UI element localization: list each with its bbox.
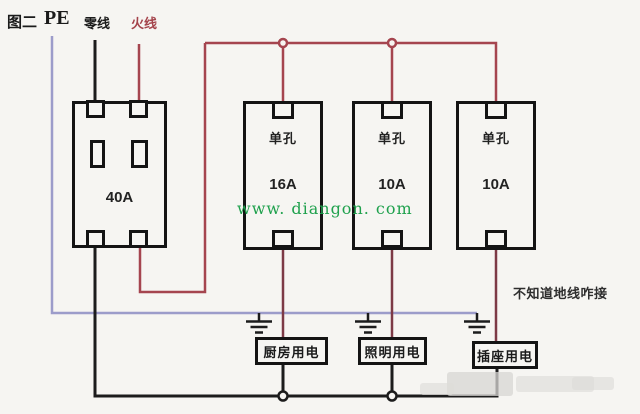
ground-symbol-3 — [464, 313, 490, 334]
main-breaker-rating: 40A — [105, 189, 134, 206]
main-breaker-terminal-bottom-left — [86, 230, 105, 248]
branch-breaker-3-rating: 10A — [482, 176, 510, 193]
pe-wire-label: PE — [44, 7, 70, 29]
neutral-bus-junction-2 — [386, 390, 398, 402]
branch-breaker-3-type: 单孔 — [481, 131, 510, 146]
live-bus-junction-1 — [277, 37, 289, 49]
branch-breaker-3: 单孔 10A — [456, 101, 536, 250]
ground-note: 不知道地线咋接 — [513, 286, 608, 301]
branch-breaker-1: 单孔 16A — [243, 101, 323, 250]
branch-breaker-2-rating: 10A — [378, 176, 406, 193]
pe-wire — [50, 36, 477, 315]
main-breaker-pole-right — [131, 140, 148, 168]
branch-breaker-2-terminal-top — [381, 101, 403, 119]
branch-breaker-2-terminal-bottom — [381, 230, 403, 248]
load-label-socket: 插座用电 — [476, 348, 533, 364]
branch-breaker-3-terminal-bottom — [485, 230, 507, 248]
branch-breaker-1-terminal-top — [272, 101, 294, 119]
load-label-kitchen: 厨房用电 — [263, 344, 320, 360]
censored-watermark-blob — [447, 372, 513, 396]
branch-breaker-3-terminal-top — [485, 101, 507, 119]
main-breaker: 40A — [72, 101, 167, 248]
neutral-bus-junction-1 — [277, 390, 289, 402]
branch-breaker-2-type: 单孔 — [377, 131, 406, 146]
branch-breaker-1-type: 单孔 — [268, 131, 297, 146]
load-box-kitchen: 厨房用电 — [255, 337, 328, 365]
censored-watermark-blob — [572, 377, 614, 390]
neutral-return-bus — [93, 240, 499, 398]
load-box-socket: 插座用电 — [472, 341, 538, 369]
branch-breaker-1-rating: 16A — [269, 176, 297, 193]
branch-breaker-2: 单孔 10A — [352, 101, 432, 250]
main-breaker-terminal-top-left — [86, 100, 105, 118]
live-distribution-bus — [205, 41, 498, 112]
load-label-lighting: 照明用电 — [364, 344, 421, 360]
branch-breaker-1-terminal-bottom — [272, 230, 294, 248]
watermark-text: www. diangon. com — [237, 199, 413, 218]
live-wire-label: 火线 — [131, 16, 158, 31]
main-breaker-terminal-bottom-right — [129, 230, 148, 248]
main-breaker-pole-left — [90, 140, 105, 168]
ground-symbol-1 — [246, 313, 272, 334]
live-feed-wire — [138, 43, 207, 294]
main-breaker-terminal-top-right — [129, 100, 148, 118]
neutral-wire-label: 零线 — [84, 16, 111, 31]
censored-watermark-blob — [420, 383, 454, 395]
figure-label: 图二 — [7, 14, 38, 31]
load-box-lighting: 照明用电 — [358, 337, 427, 365]
ground-symbol-2 — [355, 313, 381, 334]
live-bus-junction-2 — [386, 37, 398, 49]
